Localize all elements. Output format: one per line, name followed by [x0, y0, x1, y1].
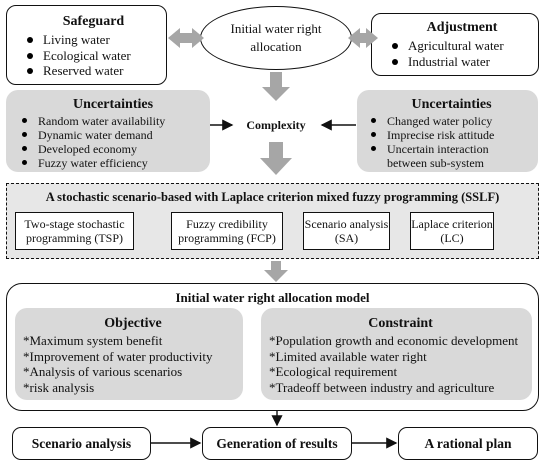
uncertainties-left-list: Random water availability Dynamic water …: [16, 114, 210, 170]
list-item: Imprecise risk attitude: [365, 128, 538, 142]
list-item: Agricultural water: [386, 38, 538, 54]
complexity-label: Complexity: [246, 118, 306, 132]
uncertainties-right-title: Uncertainties: [411, 97, 492, 112]
constraint-item: *Population growth and economic developm…: [269, 333, 519, 348]
down-arrow-2: [260, 142, 292, 175]
method-label: Fuzzy credibility programming (FCP): [178, 217, 276, 245]
method-label: Scenario analysis (SA): [304, 217, 389, 245]
list-item: Fuzzy water efficiency: [16, 156, 210, 170]
model-box: Initial water right allocation model Obj…: [6, 283, 539, 411]
safeguard-box: Safeguard Living water Ecological water …: [6, 5, 167, 85]
method-label: Two-stage stochastic programming (TSP): [24, 217, 125, 245]
uncertainties-left-panel: Uncertainties Random water availability …: [6, 90, 210, 172]
list-item: Industrial water: [386, 54, 538, 70]
list-item: Uncertain interaction between sub-system: [365, 142, 527, 170]
objective-item: *Improvement of water productivity: [23, 348, 213, 364]
sslf-panel: A stochastic scenario-based with Laplace…: [6, 183, 539, 259]
constraint-panel: Constraint *Population growth and econom…: [261, 308, 532, 400]
constraint-item: *Limited available water right: [269, 348, 427, 364]
scenario-analysis-label: Scenario analysis: [31, 435, 132, 451]
down-arrow-3: [264, 261, 288, 282]
method-tsp: Two-stage stochastic programming (TSP): [15, 212, 134, 250]
constraint-title: Constraint: [368, 316, 433, 331]
objective-title: Objective: [104, 316, 162, 331]
objective-item: *risk analysis: [23, 379, 95, 395]
objective-panel: Objective *Maximum system benefit *Impro…: [15, 308, 243, 400]
adjustment-box: Adjustment Agricultural water Industrial…: [371, 13, 539, 76]
initial-allocation-label: Initial water right allocation: [230, 21, 322, 54]
method-fcp: Fuzzy credibility programming (FCP): [171, 212, 283, 250]
objective-item: *Maximum system benefit: [23, 333, 163, 348]
sslf-title: A stochastic scenario-based with Laplace…: [45, 190, 500, 204]
generation-results-box: Generation of results: [202, 427, 352, 460]
model-title: Initial water right allocation model: [175, 290, 370, 305]
list-item: Random water availability: [16, 114, 210, 128]
list-item: Living water: [21, 32, 166, 48]
constraint-item: *Tradeoff between industry and agricultu…: [269, 379, 495, 395]
safeguard-list: Living water Ecological water Reserved w…: [21, 32, 166, 79]
method-lc: Laplace criterion (LC): [410, 212, 494, 250]
list-item: Developed economy: [16, 142, 210, 156]
method-label: Laplace criterion (LC): [411, 217, 493, 245]
double-arrow-left: [168, 28, 204, 48]
list-item: Ecological water: [21, 48, 166, 64]
rational-plan-box: A rational plan: [398, 427, 538, 460]
scenario-analysis-box: Scenario analysis: [12, 427, 151, 460]
uncertainties-left-title: Uncertainties: [72, 97, 154, 112]
uncertainties-right-list: Changed water policy Imprecise risk atti…: [365, 114, 538, 170]
adjustment-title: Adjustment: [426, 20, 498, 35]
objective-item: *Analysis of various scenarios: [23, 364, 183, 379]
initial-allocation-ellipse: Initial water right allocation: [200, 6, 352, 70]
list-item: Dynamic water demand: [16, 128, 210, 142]
constraint-item: *Ecological requirement: [269, 364, 398, 379]
adjustment-list: Agricultural water Industrial water: [386, 38, 538, 69]
uncertainties-right-panel: Uncertainties Changed water policy Impre…: [357, 90, 538, 172]
generation-results-label: Generation of results: [216, 435, 338, 451]
safeguard-title: Safeguard: [62, 14, 125, 29]
double-arrow-right: [348, 28, 378, 48]
list-item: Reserved water: [21, 63, 166, 79]
rational-plan-label: A rational plan: [424, 435, 512, 451]
list-item: Changed water policy: [365, 114, 538, 128]
method-sa: Scenario analysis (SA): [303, 212, 390, 250]
down-arrow-1: [262, 72, 290, 101]
